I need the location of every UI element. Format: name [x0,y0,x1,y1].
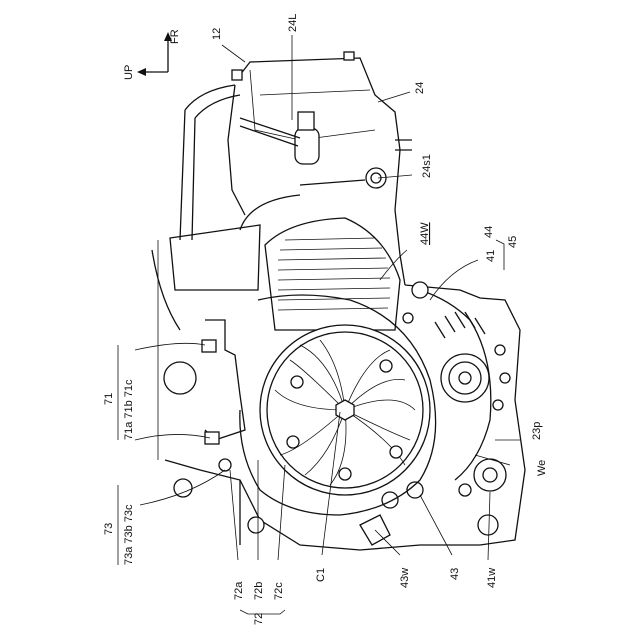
label-72b: 72b [253,582,265,600]
label-12: 12 [211,28,223,40]
label-72: 72 [253,613,265,625]
label-43: 43 [449,568,461,580]
label-41: 41 [485,250,497,262]
label-43w: 43w [399,568,411,588]
label-73: 73 [103,523,115,535]
label-24L: 24L [287,14,299,32]
label-24s1: 24s1 [421,154,433,178]
label-We: We [536,460,548,476]
label-44W: 44W [419,222,431,245]
label-45: 45 [507,236,519,248]
engine-body [152,52,525,550]
label-72c: 72c [273,582,285,600]
label-C1: C1 [315,568,327,582]
label-24: 24 [414,82,426,94]
label-71: 71 [103,393,115,405]
label-23p: 23p [531,422,543,440]
part-labels: FR UP 12 24L 24 24s1 44W 44 45 41 71 71a… [103,14,548,625]
cooling-fins [278,238,390,310]
label-fr: FR [169,29,181,44]
label-up: UP [123,65,135,80]
label-72a: 72a [233,581,245,600]
direction-indicator [137,32,172,76]
label-73-group: 73a 73b 73c [123,504,135,565]
label-41w: 41w [486,568,498,588]
label-71-group: 71a 71b 71c [123,379,135,440]
label-44: 44 [483,226,495,238]
